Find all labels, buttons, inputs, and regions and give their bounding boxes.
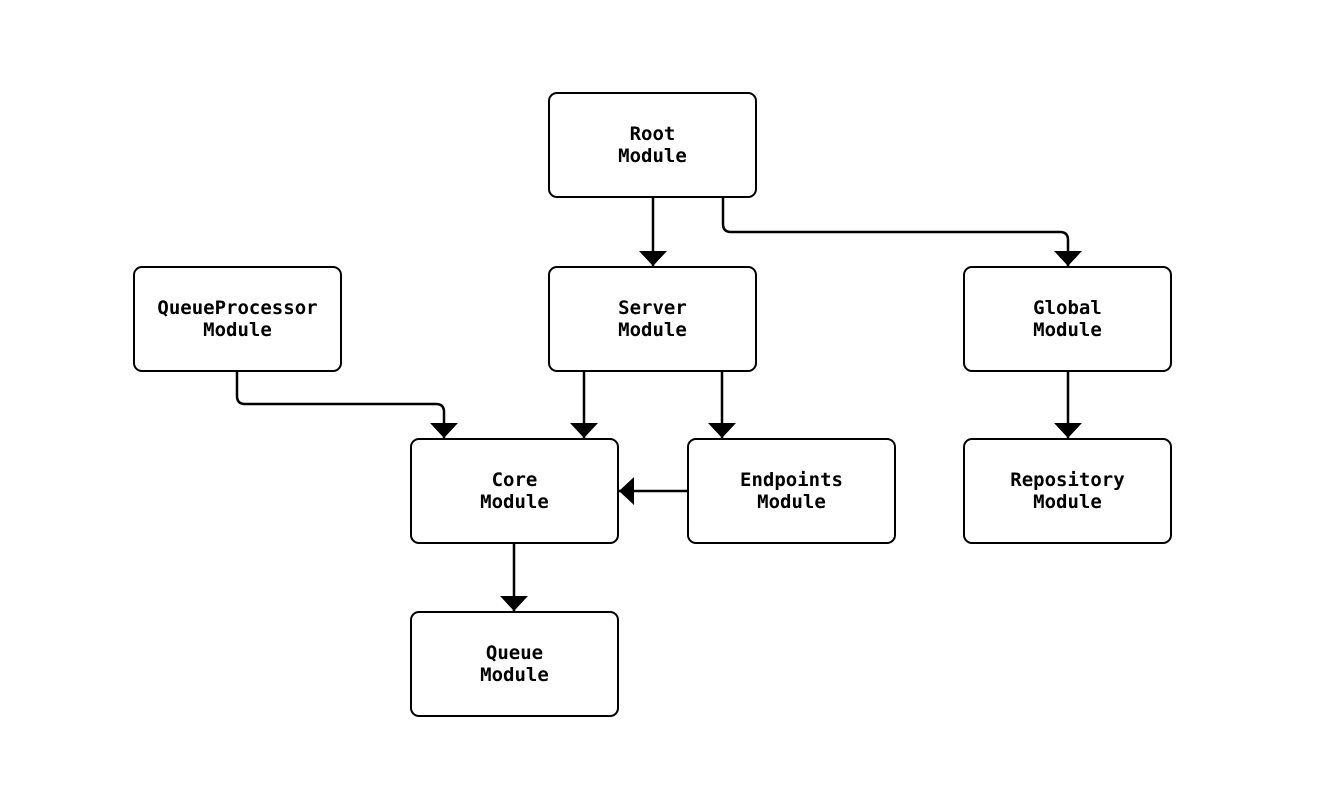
node-label: Global Module [1033,297,1102,341]
node-endpoints-module: Endpoints Module [687,438,896,544]
node-label: Core Module [480,469,549,513]
node-queueprocessor-module: QueueProcessor Module [133,266,342,372]
edge-root-to-global [721,198,1082,266]
node-root-module: Root Module [548,92,757,198]
edge-group [235,198,1082,611]
node-label: Endpoints Module [740,469,843,513]
node-repository-module: Repository Module [963,438,1172,544]
node-server-module: Server Module [548,266,757,372]
node-queue-module: Queue Module [410,611,619,717]
node-core-module: Core Module [410,438,619,544]
edge-queueprocessor-to-core [235,372,458,438]
node-label: Root Module [618,123,687,167]
node-label: Server Module [618,297,687,341]
node-global-module: Global Module [963,266,1172,372]
node-label: Repository Module [1010,469,1125,513]
node-label: QueueProcessor Module [157,297,318,341]
node-label: Queue Module [480,642,549,686]
